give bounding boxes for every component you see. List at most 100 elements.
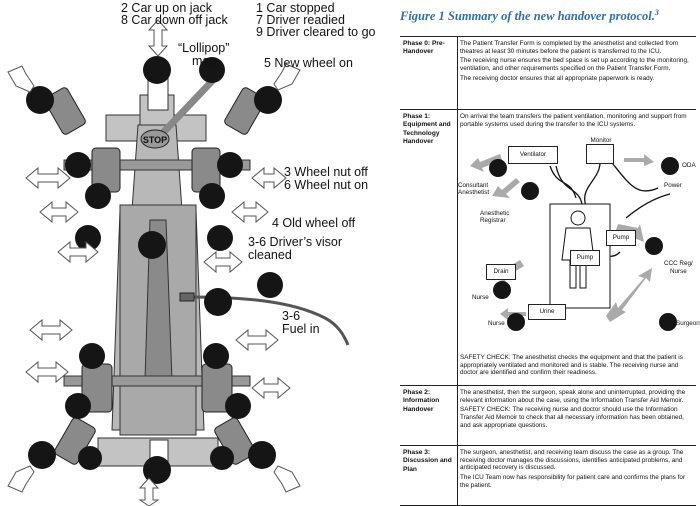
crew-member: [217, 152, 243, 178]
crew-member: [199, 57, 225, 83]
arrow-icon: [492, 178, 520, 198]
surgeon-label: Surgeon: [676, 320, 700, 327]
crew-member: [65, 393, 91, 419]
staff-marker: [507, 313, 525, 331]
phase-3-paragraph: The surgeon, anesthetist, and receiving …: [460, 449, 684, 472]
label-wheel-nut-on: 6 Wheel nut on: [284, 178, 369, 192]
arrow-icon: [7, 465, 35, 493]
arrow-icon: [147, 19, 169, 57]
patient-head: [570, 210, 586, 226]
arrow-icon: [235, 328, 279, 352]
registrar-label-2: Registrar: [480, 217, 506, 224]
label-new-wheel-on: 5 New wheel on: [264, 56, 353, 70]
phase-2-paragraph: The anesthetist, then the surgeon, speak…: [460, 389, 686, 404]
crew-member: [28, 441, 56, 469]
arrow-icon: [273, 63, 301, 91]
crew-member: [143, 56, 171, 84]
phase-1-description: On arrival the team transfers the patien…: [460, 113, 694, 130]
arrow-icon: [470, 154, 502, 172]
staff-marker: [493, 281, 511, 299]
phase-1-name: Phase 1: Equipment and Technology Handov…: [403, 113, 451, 146]
staff-marker: [659, 313, 677, 331]
crew-member: [248, 441, 276, 469]
arrow-icon: [606, 268, 652, 322]
crew-member: [254, 86, 282, 114]
crew-member: [203, 343, 229, 369]
crew-member: [257, 272, 283, 298]
phase-0-paragraph: The receiving doctor ensures that all ap…: [460, 74, 655, 82]
equipment-diagram-lines: [470, 145, 679, 331]
lollipop-pole: [155, 75, 218, 141]
table-row-phase-1: Phase 1: Equipment and Technology Handov…: [400, 109, 700, 386]
phase-0-name: Phase 0: Pre-Handover: [403, 40, 445, 56]
label-visor-cleaned-2: cleaned: [248, 248, 292, 262]
arrow-icon: [25, 166, 71, 190]
phase-3-paragraph: The ICU Team now has responsibility for …: [460, 474, 686, 489]
consultant-label: Consultant: [458, 182, 489, 189]
arrow-icon: [616, 224, 644, 242]
arrow-icon: [7, 65, 35, 93]
label-car-up-on-jack: 2 Car up on jack: [121, 1, 213, 15]
phase-0-paragraph: The receiving nurse ensures the bed spac…: [460, 57, 689, 73]
crew-member: [78, 446, 102, 470]
pump-box: Pump: [570, 250, 600, 266]
urine-box: Urine: [528, 304, 566, 320]
phase-0-paragraph: The Patient Transfer Form is completed b…: [460, 40, 679, 55]
pitstop-illustration: STOP: [7, 19, 350, 506]
staff-marker: [661, 157, 679, 175]
figure-reference: 3: [654, 8, 659, 17]
label-wheel-nut-off: 3 Wheel nut off: [284, 165, 368, 179]
arrow-icon: [231, 200, 269, 224]
arrow-icon: [273, 465, 301, 493]
power-label: Power: [664, 182, 682, 189]
phase-3-name: Phase 3: Discussion and Plan: [403, 449, 452, 473]
ccc-label: CCC Reg/: [664, 260, 693, 267]
handover-protocol-figure: Figure 1 Summary of the new handover pro…: [398, 0, 700, 506]
label-driver-readied: 7 Driver readied: [256, 13, 345, 27]
crew-member: [143, 456, 171, 484]
stop-sign-text: STOP: [143, 135, 167, 145]
phase-2-paragraph: SAFETY CHECK: The receiving nurse and do…: [460, 406, 684, 429]
phase-3-description: The surgeon, anesthetist, and receiving …: [460, 449, 694, 492]
crew-member: [79, 343, 105, 369]
crew-member: [26, 86, 54, 114]
nurse-label: Nurse: [472, 294, 489, 301]
pit-crew: [26, 56, 283, 484]
pump-box-2: Pump: [606, 230, 636, 246]
oda-label: ODA: [682, 162, 696, 169]
arrow-icon: [203, 250, 243, 274]
staff-marker: [489, 159, 507, 177]
staff-marker: [521, 182, 539, 200]
table-row-phase-3: Phase 3: Discussion and Plan The surgeon…: [400, 445, 696, 506]
phase-0-description: The Patient Transfer Form is completed b…: [460, 40, 694, 85]
label-car-stopped: 1 Car stopped: [256, 1, 335, 15]
label-lollipop: “Lollipop”: [178, 41, 230, 55]
label-old-wheel-off: 4 Old wheel off: [272, 216, 356, 230]
label-car-down-off-jack: 8 Car down off jack: [121, 13, 228, 27]
monitor-box: [586, 144, 614, 164]
ventilator-box: Ventilator: [508, 146, 558, 164]
table-row-phase-2: Phase 2: Information Handover The anesth…: [400, 385, 696, 446]
arrow-icon: [138, 477, 160, 506]
phase-1-paragraph: On arrival the team transfers the patien…: [460, 113, 687, 128]
protocol-table: Phase 0: Pre-Handover The Patient Transf…: [400, 36, 700, 506]
arrow-icon: [251, 166, 287, 190]
crew-member: [225, 393, 251, 419]
label-fuel-in: Fuel in: [282, 322, 320, 336]
crew-member: [138, 231, 166, 259]
phase-2-name: Phase 2: Information Handover: [403, 389, 440, 413]
stop-sign: [140, 129, 170, 149]
crew-member: [207, 225, 233, 251]
equipment-diagram: Ventilator Monitor Pump Pump Drain Urine…: [458, 137, 700, 342]
phase-2-description: The anesthetist, then the surgeon, speak…: [460, 389, 694, 432]
phase-1-safety-text: SAFETY CHECK: The anesthetist checks the…: [460, 354, 683, 377]
ccc-label-2: Nurse: [670, 268, 687, 275]
drain-box: Drain: [486, 264, 516, 280]
label-driver-cleared: 9 Driver cleared to go: [256, 25, 376, 39]
phase-1-safety-check: SAFETY CHECK: The anesthetist checks the…: [460, 354, 694, 379]
spare-wheel: [44, 87, 86, 135]
crew-member: [85, 183, 111, 209]
nurse-label-2: Nurse: [488, 320, 505, 327]
label-fuel-step: 3-6: [282, 309, 301, 323]
table-row-phase-0: Phase 0: Pre-Handover The Patient Transf…: [400, 37, 696, 109]
